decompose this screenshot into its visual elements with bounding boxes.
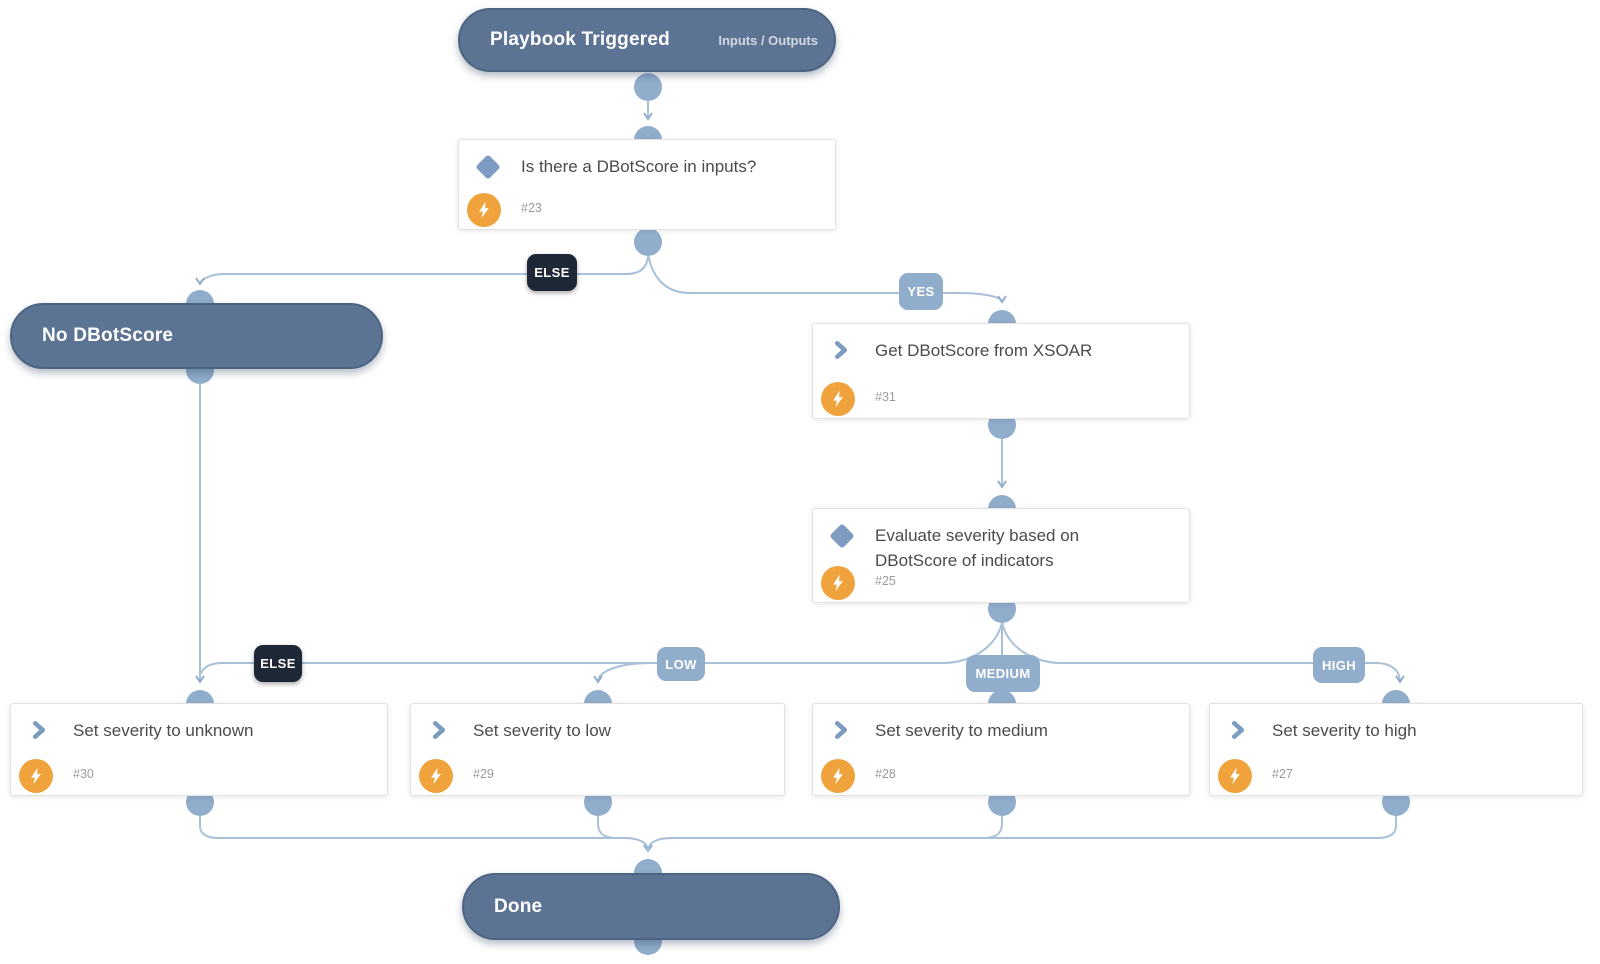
automation-bolt-icon (821, 382, 855, 416)
condition-diamond-icon (475, 154, 501, 180)
edges (195, 101, 1405, 853)
branch-label-low: LOW (657, 647, 705, 681)
branch-label-yes: YES (899, 273, 943, 310)
node-title: Set severity to unknown (73, 721, 254, 740)
condition-diamond-icon (829, 523, 855, 549)
task-number: #27 (1272, 767, 1293, 781)
task-number: #30 (73, 767, 94, 781)
task-number: #29 (473, 767, 494, 781)
node-title: Playbook Triggered (490, 29, 670, 50)
task-number: #25 (875, 574, 896, 588)
branch-label-else-top: ELSE (527, 254, 577, 291)
task-number: #23 (521, 201, 542, 215)
node-set-severity-high[interactable]: Set severity to high #27 (1209, 703, 1583, 796)
node-condition-dbotscore[interactable]: Is there a DBotScore in inputs? #23 (458, 139, 836, 230)
node-title: No DBotScore (42, 325, 174, 346)
task-number: #31 (875, 390, 896, 404)
node-title: Set severity to high (1272, 721, 1417, 740)
automation-bolt-icon (467, 193, 501, 227)
branch-label-else-bottom: ELSE (254, 645, 302, 682)
node-no-dbotscore[interactable]: No DBotScore (10, 303, 383, 369)
branch-label-high: HIGH (1313, 647, 1365, 683)
automation-bolt-icon (1218, 759, 1252, 793)
node-set-severity-unknown[interactable]: Set severity to unknown #30 (10, 703, 388, 796)
node-title: Set severity to low (473, 721, 611, 740)
branch-label-medium: MEDIUM (966, 655, 1040, 692)
node-title: Get DBotScore from XSOAR (875, 341, 1093, 360)
task-chevron-icon (831, 340, 851, 360)
task-chevron-icon (831, 720, 851, 740)
automation-bolt-icon (821, 759, 855, 793)
node-get-dbotscore[interactable]: Get DBotScore from XSOAR #31 (812, 323, 1190, 419)
node-set-severity-medium[interactable]: Set severity to medium #28 (812, 703, 1190, 796)
node-title: Set severity to medium (875, 721, 1048, 740)
node-done[interactable]: Done (462, 873, 840, 940)
node-title: Is there a DBotScore in inputs? (521, 157, 757, 176)
node-playbook-triggered[interactable]: Playbook Triggered Inputs / Outputs (458, 8, 836, 72)
automation-bolt-icon (19, 759, 53, 793)
automation-bolt-icon (419, 759, 453, 793)
task-chevron-icon (29, 720, 49, 740)
node-set-severity-low[interactable]: Set severity to low #29 (410, 703, 785, 796)
automation-bolt-icon (821, 566, 855, 600)
inputs-outputs-link[interactable]: Inputs / Outputs (718, 32, 818, 48)
node-title: Done (494, 895, 543, 917)
task-number: #28 (875, 767, 896, 781)
task-chevron-icon (429, 720, 449, 740)
node-title: Evaluate severity based on DBotScore of … (875, 526, 1080, 570)
node-evaluate-severity[interactable]: Evaluate severity based on DBotScore of … (812, 508, 1190, 603)
task-chevron-icon (1228, 720, 1248, 740)
